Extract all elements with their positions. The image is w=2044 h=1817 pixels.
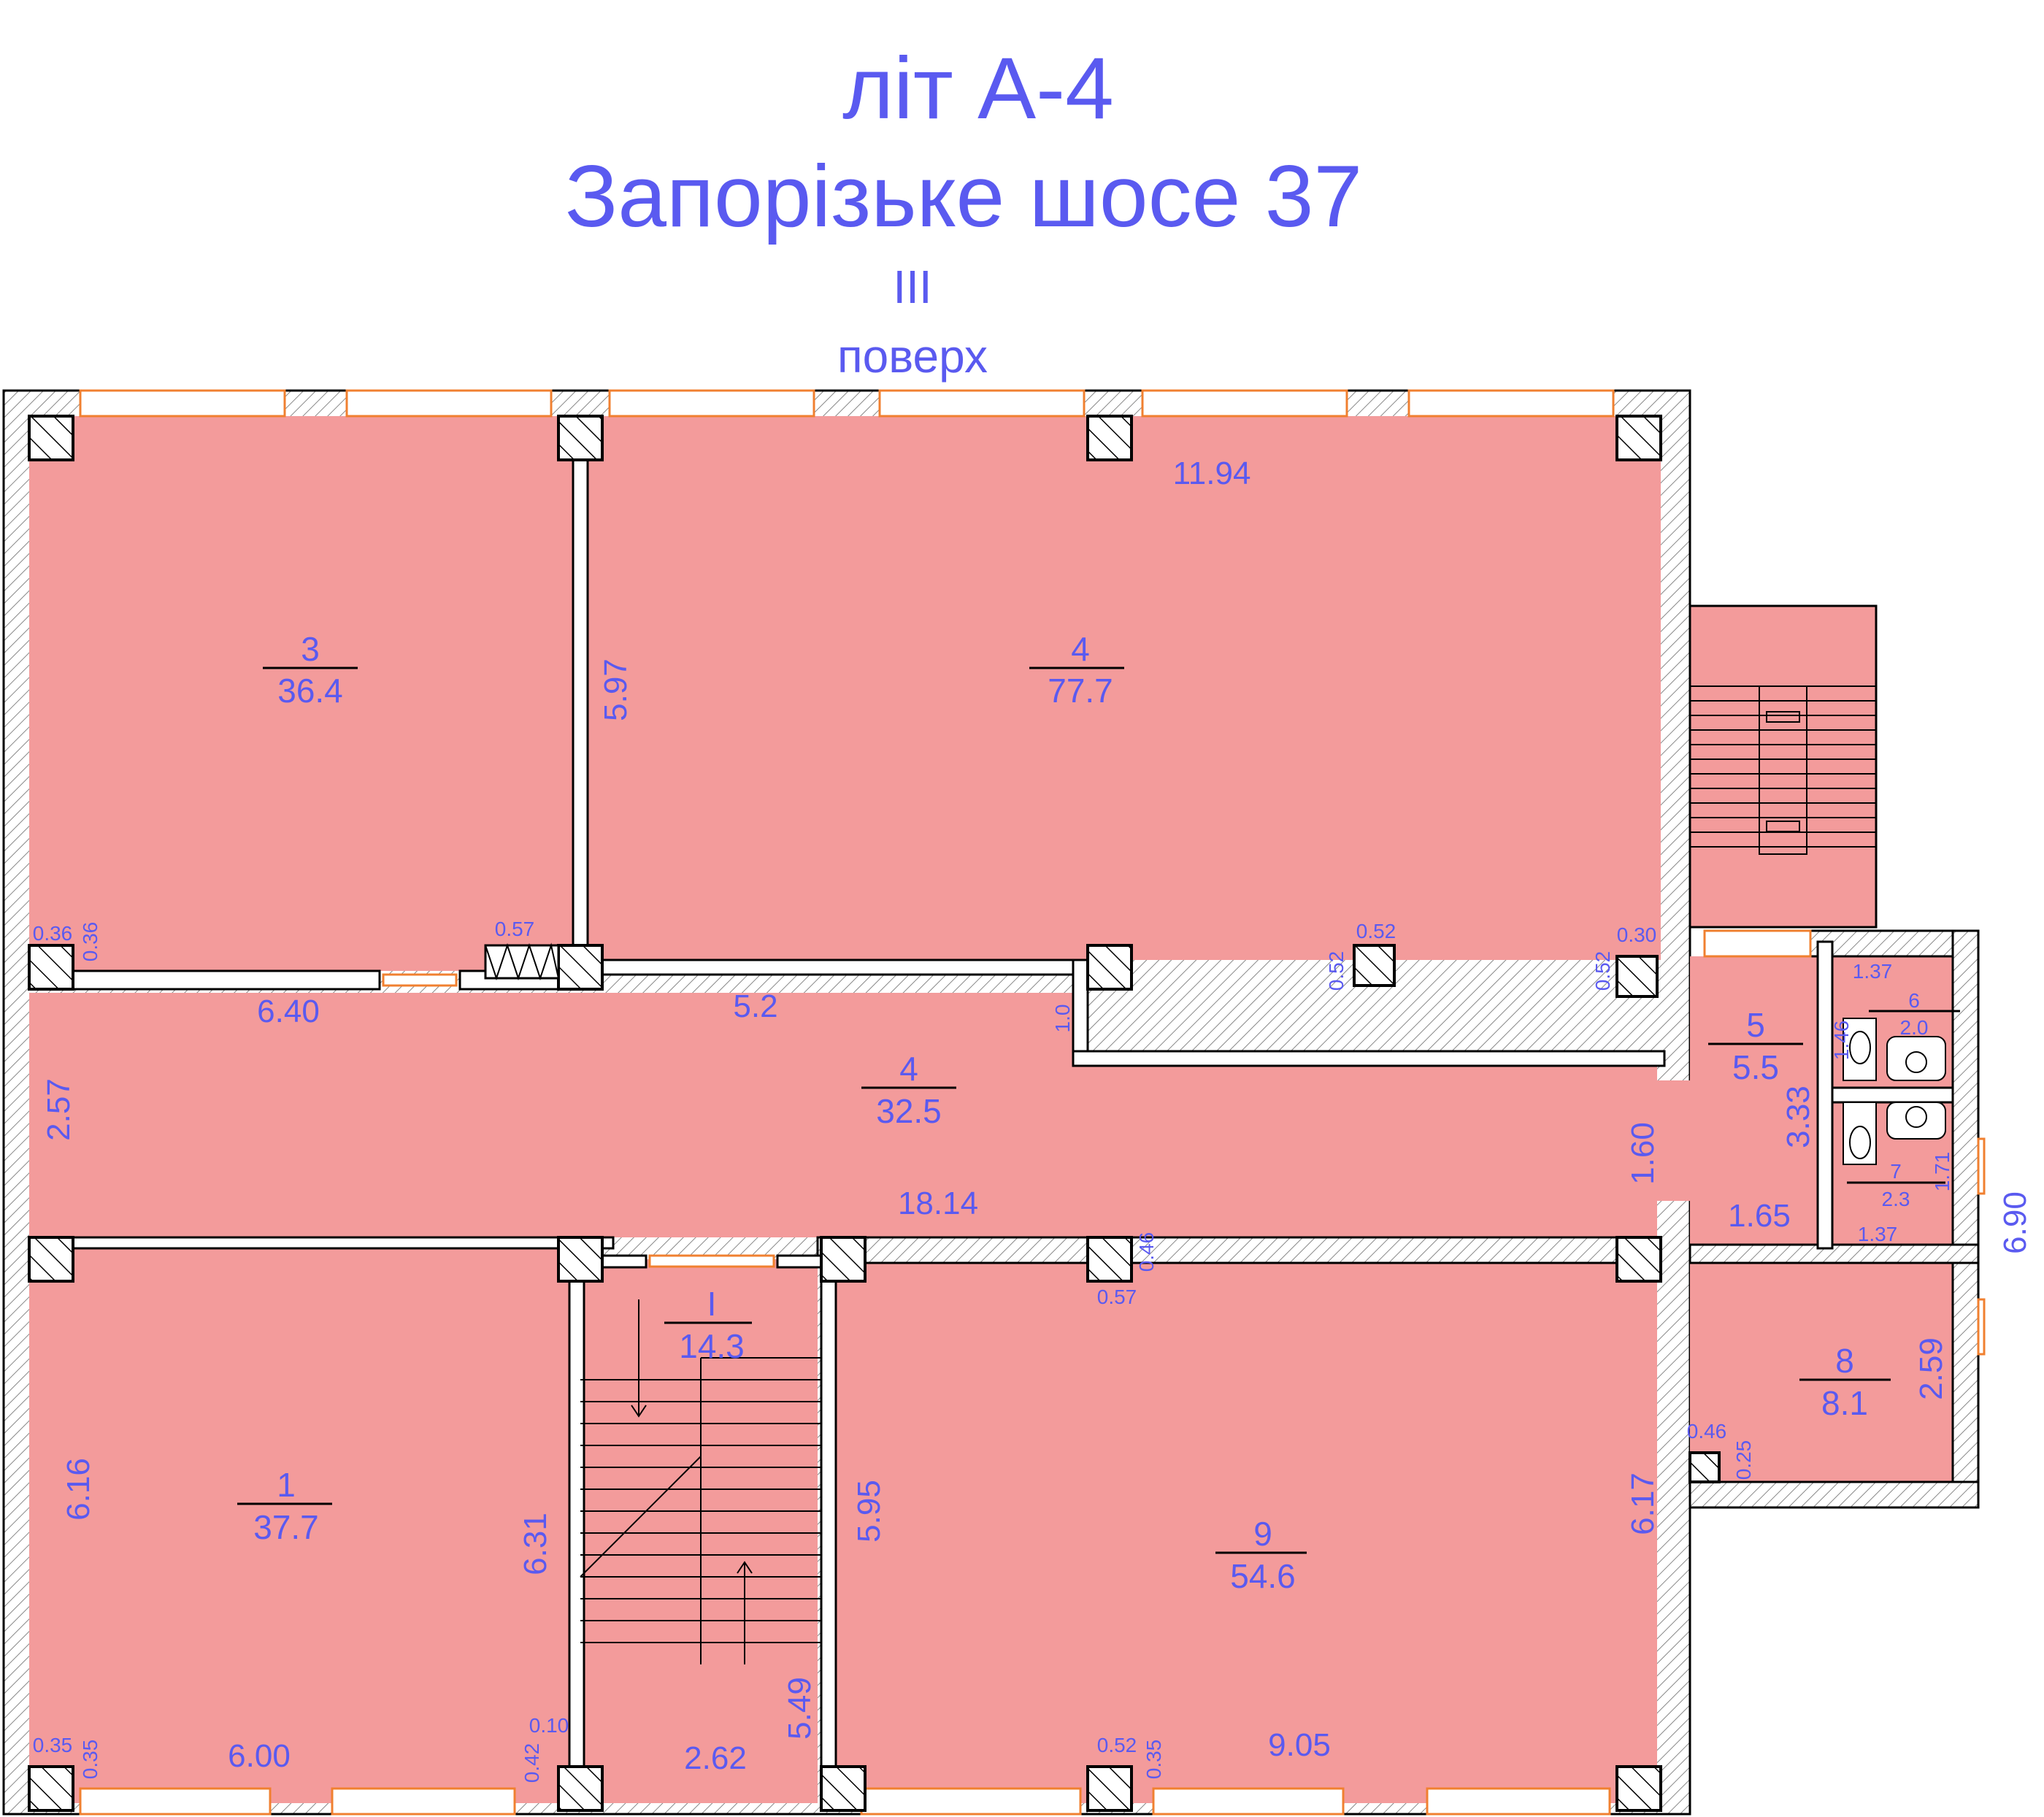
room-7-area-text: 2.3 (1882, 1188, 1910, 1210)
dim-0-46-annex: 0.46 (1687, 1420, 1727, 1443)
dim-1-37-top: 1.37 (1853, 960, 1893, 983)
dim-0-52-col-h: 0.52 (1356, 920, 1396, 942)
dim-2-62: 2.62 (684, 1740, 747, 1776)
room-5-number: 5 (1746, 1006, 1765, 1044)
windows (79, 389, 1986, 1816)
wc-partition (1831, 1086, 1954, 1104)
dim-0-46-col: 0.46 (1135, 1232, 1158, 1272)
annex-partition (1816, 940, 1834, 1250)
dim-18-14: 18.14 (898, 1186, 978, 1221)
dim-1-37-bottom: 1.37 (1858, 1223, 1898, 1245)
corridor-4-area-text: 32.5 (876, 1092, 942, 1130)
wall-room4-bottom (1072, 1050, 1666, 1067)
floor-word: поверх (837, 330, 988, 383)
room-9-area-text: 54.6 (1230, 1557, 1296, 1595)
room-3-area-text: 36.4 (277, 672, 343, 710)
room-I-number: I (707, 1285, 717, 1323)
dim-0-57-col: 0.57 (1097, 1286, 1137, 1308)
dim-5-49: 5.49 (782, 1677, 818, 1740)
dim-1-0: 1.0 (1051, 1004, 1074, 1033)
ventilation-duct (484, 944, 560, 980)
dim-9-05: 9.05 (1268, 1727, 1331, 1763)
annex-wall-right (1951, 929, 1980, 1502)
dim-0-35-v: 0.35 (79, 1740, 101, 1780)
dim-6-00: 6.00 (228, 1738, 291, 1774)
external-stair (1688, 604, 1878, 929)
room-label-lines (237, 667, 1960, 1554)
room-1-number: 1 (277, 1466, 296, 1504)
internal-stair (580, 1299, 821, 1664)
room-8-area (1690, 1263, 1953, 1482)
room-4-area-text: 77.7 (1048, 672, 1113, 710)
dim-6-90: 6.90 (1997, 1191, 2033, 1254)
dim-0-35-bottom: 0.35 (1142, 1740, 1165, 1780)
dim-0-35-h: 0.35 (33, 1734, 73, 1756)
dim-3-33: 3.33 (1780, 1086, 1816, 1148)
room-8-number: 8 (1835, 1342, 1854, 1380)
wall-stair-top-right (776, 1254, 823, 1269)
room-4-top-area (588, 416, 1661, 960)
dim-0-57-duct: 0.57 (495, 918, 535, 940)
dim-0-42: 0.42 (520, 1743, 543, 1783)
room-I-area-text: 14.3 (679, 1327, 745, 1365)
dim-5-2: 5.2 (733, 988, 777, 1024)
room-8-area-text: 8.1 (1821, 1384, 1868, 1422)
external-stair-steps (1690, 685, 1876, 855)
wall-room4-step (1072, 959, 1089, 1067)
dim-6-31: 6.31 (518, 1513, 553, 1575)
room-5-area-text: 5.5 (1732, 1048, 1779, 1086)
wall-corridor-bottom-right (816, 1236, 1662, 1264)
title-line1: літ А-4 (842, 39, 1114, 137)
dim-6-16: 6.16 (61, 1458, 96, 1521)
room-4-number: 4 (1071, 630, 1090, 668)
wall-stair-right (820, 1247, 837, 1805)
dim-1-65: 1.65 (1728, 1198, 1791, 1234)
wall-stair-left (568, 1247, 585, 1805)
dim-0-52-bottom: 0.52 (1097, 1734, 1137, 1756)
sanitary-fixtures (1843, 1018, 1946, 1165)
dim-0-25: 0.25 (1732, 1440, 1755, 1480)
dim-5-95: 5.95 (851, 1480, 887, 1543)
wall-corridor-bottom-left (28, 1236, 615, 1250)
room-9-area (836, 1248, 1657, 1803)
corridor-4-number: 4 (899, 1050, 918, 1088)
dim-0-36-v: 0.36 (79, 922, 101, 962)
dim-11-94: 11.94 (1173, 456, 1251, 491)
wall-corridor-top-right (586, 959, 1086, 976)
ventilation-duct-pattern (485, 942, 559, 981)
dim-0-36-h: 0.36 (33, 922, 73, 945)
room-3-area (29, 416, 573, 971)
dim-6-40: 6.40 (257, 994, 320, 1029)
dim-1-71: 1.71 (1931, 1152, 1953, 1192)
room-3-number: 3 (301, 630, 320, 668)
wall-stair-top-left (597, 1254, 648, 1269)
dim-0-30: 0.30 (1617, 923, 1657, 946)
room-1-area (29, 1248, 573, 1803)
floor-numeral: III (893, 261, 931, 313)
dim-5-97: 5.97 (598, 658, 634, 721)
dim-0-52-col-v: 0.52 (1325, 951, 1348, 991)
dim-6-17: 6.17 (1625, 1472, 1661, 1535)
dim-0-52-right: 0.52 (1591, 951, 1614, 991)
dim-2-59: 2.59 (1913, 1337, 1949, 1400)
dim-0-10: 0.10 (529, 1714, 569, 1737)
dim-1-60: 1.60 (1625, 1122, 1661, 1185)
room-6-area-text: 2.0 (1900, 1016, 1929, 1039)
room-6-number: 6 (1908, 989, 1920, 1012)
wall-3-4 (572, 415, 589, 972)
room-9-number: 9 (1253, 1515, 1272, 1553)
dim-1-46: 1.46 (1830, 1021, 1853, 1061)
annex-wall-mid (1688, 1243, 1980, 1264)
room-4-corridor-area (29, 956, 1818, 1245)
annex-wall-bottom (1688, 1480, 1980, 1509)
columns (28, 415, 1721, 1812)
wall-corridor-top-left (28, 969, 381, 991)
room-1-area-text: 37.7 (253, 1508, 319, 1546)
dim-2-57: 2.57 (41, 1078, 77, 1141)
room-7-number: 7 (1890, 1160, 1902, 1183)
title-line2: Запорізьке шосе 37 (565, 147, 1362, 245)
